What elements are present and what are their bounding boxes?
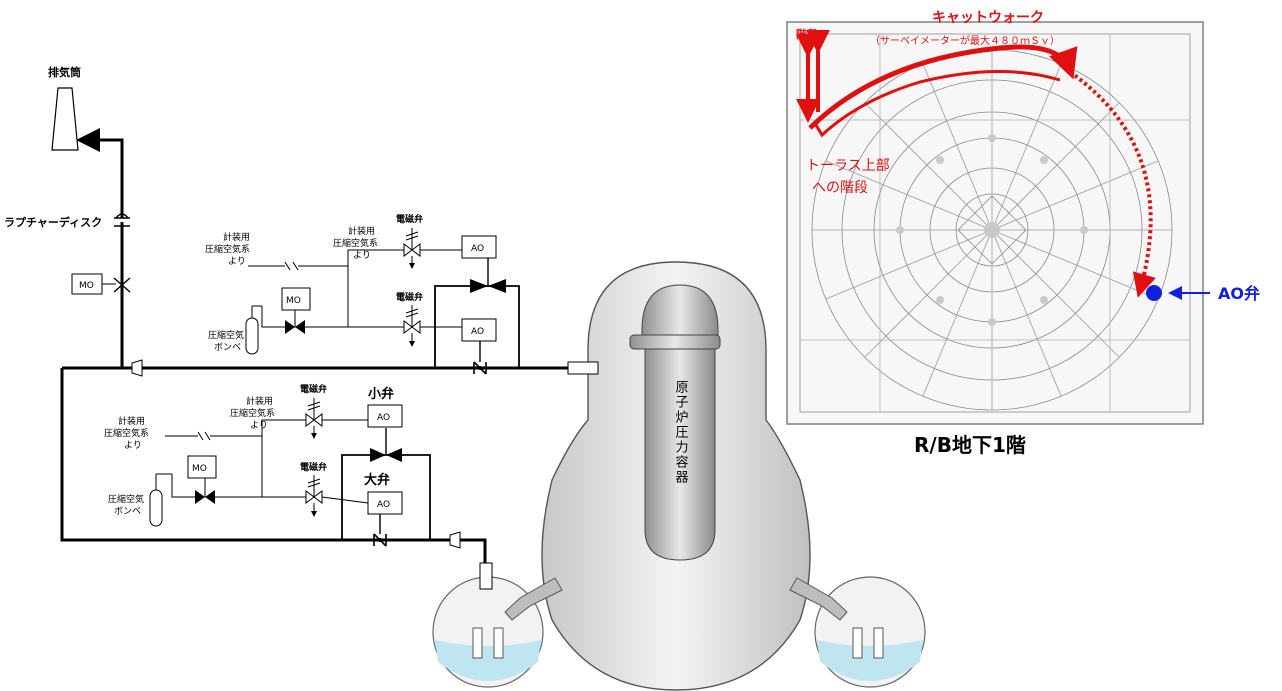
stairs-label: 階段 — [796, 27, 818, 41]
ao-label: AO — [377, 500, 390, 510]
air-cylinder — [149, 489, 163, 527]
mo-label: MO — [79, 281, 94, 291]
instrument-air-label: 圧縮空気系 — [205, 243, 250, 255]
vent-piping — [60, 128, 568, 565]
ao-actuator — [367, 404, 403, 428]
instrument-air-label: 圧縮空気系 — [104, 427, 149, 439]
cylinder-label: ボンベ — [114, 506, 141, 517]
mo-label: MO — [286, 296, 301, 306]
instrument-air-label: 計装用 — [348, 225, 375, 237]
ao-valve-label: AO弁 — [1218, 284, 1260, 303]
cylinder-label: 圧縮空気 — [208, 329, 244, 341]
instrument-air-label: 圧縮空気系 — [230, 407, 275, 419]
lower-ao-valve-group: AO 小弁 AO 大弁 電磁弁 電磁弁 MO — [104, 383, 431, 547]
mo-actuator — [281, 287, 311, 311]
solenoid-valve: 電磁弁 — [396, 291, 462, 347]
wetwell-penetration — [479, 562, 493, 590]
stack-label: 排気筒 — [48, 65, 81, 79]
floor-plan: 階段 キャットウォーク （サーベイメーターが最大４８０ｍＳｖ） トーラス上部 へ… — [786, 10, 1260, 457]
ao-label: AO — [471, 327, 484, 337]
solenoid-label: 電磁弁 — [300, 461, 327, 473]
catwalk-label: キャットウォーク — [932, 10, 1044, 26]
catwalk-route-return — [814, 70, 1061, 138]
mo-actuator — [187, 455, 217, 479]
instrument-air-label: 計装用 — [118, 415, 145, 427]
ao-label: AO — [471, 244, 484, 254]
solenoid-valve: 電磁弁 — [396, 213, 462, 269]
instrument-air-label: より — [353, 250, 371, 261]
rupture-disk-label: ラプチャーディスク — [4, 215, 102, 229]
large-valve-label: 大弁 — [364, 472, 390, 488]
drywell-penetration — [567, 361, 599, 375]
ao-actuator — [461, 235, 497, 259]
floor-label: R/B地下1階 — [914, 433, 1026, 457]
containment-vessel: 原子炉圧力容器 — [432, 261, 926, 691]
stairs-marker — [796, 30, 830, 123]
catwalk-note: （サーベイメーターが最大４８０ｍＳｖ） — [870, 34, 1060, 47]
ao-label: AO — [377, 413, 390, 423]
tee-symbol — [449, 531, 461, 549]
cylinder-label: ボンベ — [214, 342, 241, 353]
cylinder-label: 圧縮空気 — [108, 493, 144, 505]
air-cylinder — [245, 317, 259, 355]
rupture-disk: ラプチャーディスク — [4, 213, 130, 229]
torus-stairs-label: への階段 — [812, 180, 868, 196]
catwalk-route — [808, 44, 1078, 130]
instrument-air-label: より — [250, 420, 268, 431]
solenoid-label: 電磁弁 — [396, 213, 423, 225]
solenoid-valve: 電磁弁 — [300, 461, 369, 517]
ao-valve-location — [1146, 285, 1162, 301]
solenoid-label: 電磁弁 — [396, 291, 423, 303]
ao-actuator — [461, 318, 497, 342]
route-to-ao-valve — [1068, 70, 1156, 298]
small-valve-label: 小弁 — [368, 386, 394, 402]
rpv-label: 原子炉圧力容器 — [673, 380, 689, 485]
stack-mo-valve: MO — [71, 273, 131, 295]
instrument-air-label: 計装用 — [246, 395, 273, 407]
instrument-air-label: より — [124, 440, 142, 451]
torus-stairs-label: トーラス上部 — [806, 158, 890, 174]
solenoid-label: 電磁弁 — [300, 383, 327, 395]
tee-symbol — [131, 359, 143, 377]
instrument-air-label: 計装用 — [223, 231, 250, 243]
upper-ao-valve-group: AO AO 電磁弁 電磁弁 MO — [205, 213, 520, 375]
reactor-pressure-vessel: 原子炉圧力容器 — [629, 284, 721, 561]
instrument-air-label: 圧縮空気系 — [333, 237, 378, 249]
instrument-air-label: より — [228, 256, 246, 267]
exhaust-stack: 排気筒 — [48, 65, 81, 151]
mo-label: MO — [192, 464, 207, 474]
solenoid-valve: 電磁弁 — [300, 383, 368, 439]
